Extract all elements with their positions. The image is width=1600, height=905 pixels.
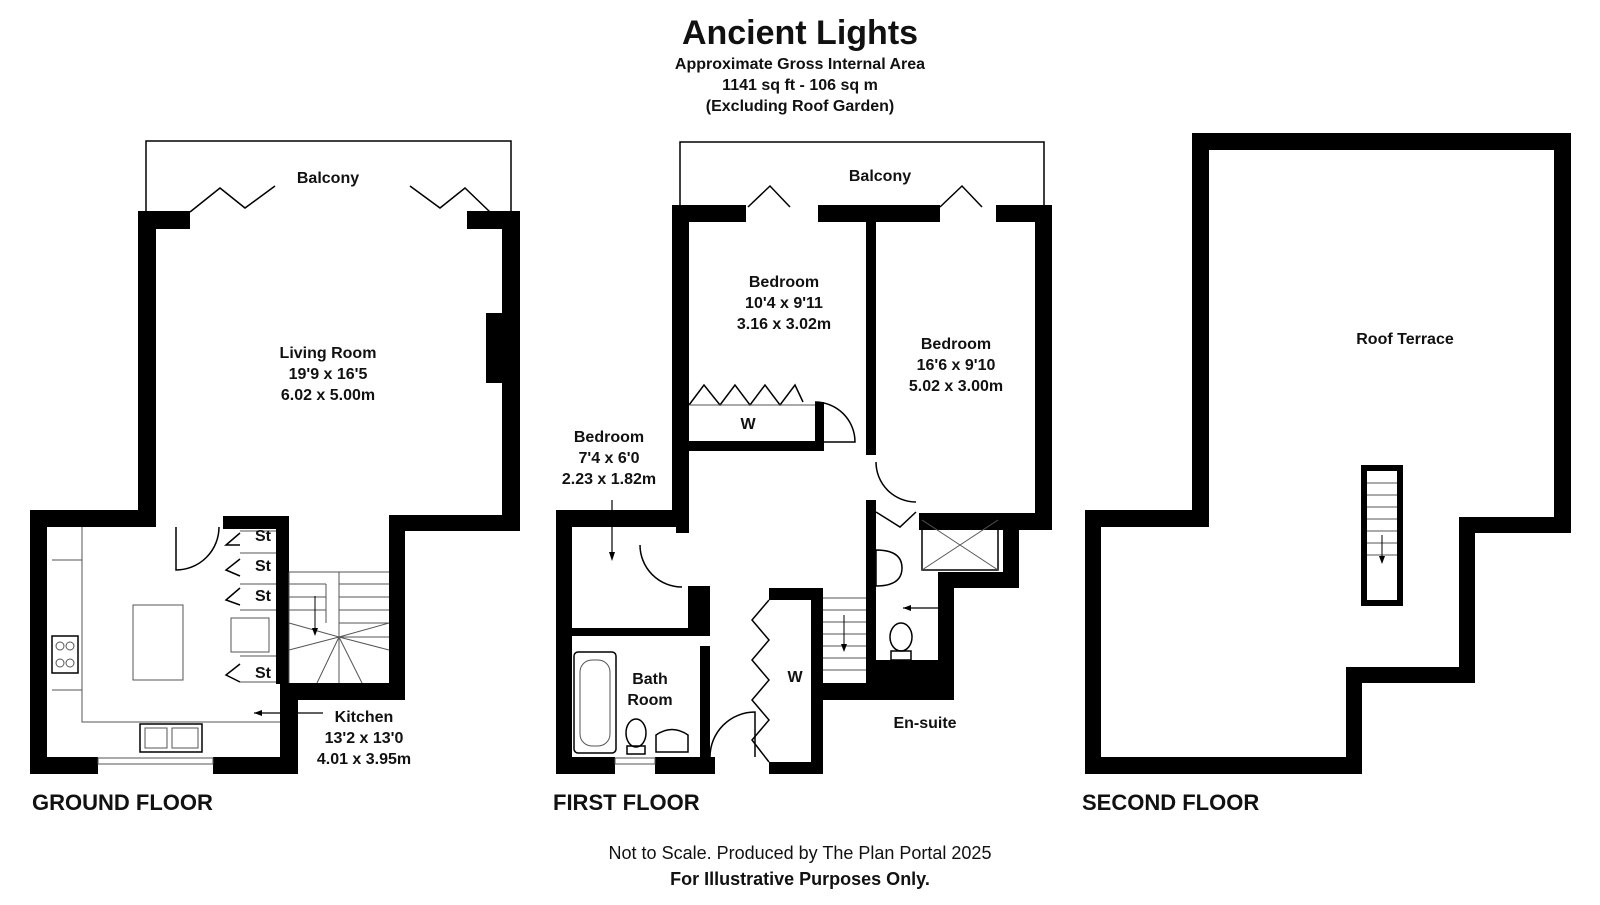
kitchen-metric: 4.01 x 3.95m — [317, 751, 411, 768]
bedroom2-imperial: 16'6 x 9'10 — [917, 357, 996, 374]
bedroom1-door-swing — [814, 401, 856, 443]
ensuite-toilet-icon — [889, 622, 913, 652]
bathroom-name-line2: Room — [627, 692, 672, 709]
hob-icon — [51, 635, 79, 674]
store-door-1 — [223, 532, 241, 546]
kitchen-island — [132, 604, 184, 681]
plan-title: Ancient Lights — [681, 14, 919, 52]
ensuite-basin-icon — [875, 549, 903, 587]
bath-icon — [573, 651, 617, 754]
first-floor-label: FIRST FLOOR — [553, 790, 700, 815]
second-floor-label: SECOND FLOOR — [1082, 790, 1260, 815]
arrow-icon — [903, 605, 911, 611]
bedroom3-door-swing — [639, 544, 683, 588]
bedroom2-door-swing — [875, 461, 917, 503]
roof-terrace-walls — [1085, 133, 1571, 774]
ground-staircase — [288, 571, 390, 684]
second-floor-plan: Roof Terrace — [1085, 133, 1571, 774]
bath-window — [614, 757, 656, 765]
ground-floor-plan: Balcony Living Room 19'9 x 16'5 6.02 x 5… — [30, 140, 520, 774]
roof-staircase — [1361, 465, 1403, 606]
living-room-name: Living Room — [280, 345, 377, 362]
living-room-imperial: 19'9 x 16'5 — [289, 366, 368, 383]
roof-terrace-label: Roof Terrace — [1356, 331, 1454, 348]
store-label-4: St — [255, 665, 272, 682]
bifold-door-left — [189, 185, 276, 213]
bedroom1-name: Bedroom — [749, 274, 819, 291]
living-door-swing — [175, 526, 220, 571]
first-floor-plan: Balcony Bedroom 10'4 x 9'11 3.16 x 3.02m… — [556, 141, 1052, 774]
basin-icon — [655, 728, 689, 753]
shower-icon — [921, 519, 999, 571]
fridge-unit — [230, 617, 270, 653]
ground-balcony-label: Balcony — [297, 170, 359, 187]
arrow-icon — [254, 710, 262, 716]
area-exclusion-note: (Excluding Roof Garden) — [705, 98, 895, 115]
bedroom3-metric: 2.23 x 1.82m — [562, 471, 656, 488]
first-walls — [556, 205, 1052, 774]
store-door-2 — [224, 558, 241, 577]
ensuite-label: En-suite — [893, 715, 956, 732]
wardrobe-doors-1 — [688, 383, 804, 407]
bedroom3-imperial: 7'4 x 6'0 — [579, 450, 640, 467]
first-staircase — [823, 597, 866, 671]
living-room-metric: 6.02 x 5.00m — [281, 387, 375, 404]
store-partitions — [240, 530, 276, 683]
ground-balcony-outline — [145, 140, 512, 212]
french-door-right — [939, 184, 983, 208]
kitchen-name: Kitchen — [335, 709, 394, 726]
french-door-left — [747, 184, 791, 208]
store-label-3: St — [255, 588, 272, 605]
first-balcony-label: Balcony — [849, 168, 911, 185]
bathroom-name-line1: Bath — [632, 671, 668, 688]
entrance-door-swing — [709, 711, 756, 758]
toilet-icon — [625, 718, 647, 748]
ensuite-pointer — [903, 607, 949, 700]
kitchen-worktop — [81, 527, 280, 723]
bedroom3-name: Bedroom — [574, 429, 644, 446]
kitchen-unit-lines — [52, 559, 82, 691]
wardrobe-label-2: W — [787, 669, 803, 686]
sink-icon — [139, 723, 203, 753]
store-label-1: St — [255, 528, 272, 545]
disclaimer-scale: Not to Scale. Produced by The Plan Porta… — [608, 843, 992, 863]
wardrobe-label-1: W — [740, 416, 756, 433]
ground-walls — [30, 211, 520, 774]
area-caption: Approximate Gross Internal Area — [674, 56, 926, 73]
disclaimer-illustrative: For Illustrative Purposes Only. — [670, 869, 930, 889]
arrow-icon — [609, 552, 615, 561]
wardrobe-doors-2 — [751, 599, 770, 763]
ground-window — [97, 757, 214, 765]
ground-floor-label: GROUND FLOOR — [32, 790, 213, 815]
bedroom1-metric: 3.16 x 3.02m — [737, 316, 831, 333]
ensuite-door — [875, 511, 917, 528]
store-door-4 — [224, 663, 241, 683]
bedroom2-metric: 5.02 x 3.00m — [909, 378, 1003, 395]
area-figures: 1141 sq ft - 106 sq m — [722, 77, 878, 94]
kitchen-imperial: 13'2 x 13'0 — [325, 730, 404, 747]
store-label-2: St — [255, 558, 272, 575]
first-balcony-outline — [679, 141, 1045, 212]
bedroom1-imperial: 10'4 x 9'11 — [745, 295, 823, 312]
store-door-3 — [224, 587, 241, 606]
bedroom2-name: Bedroom — [921, 336, 991, 353]
bifold-door-right — [409, 185, 491, 213]
